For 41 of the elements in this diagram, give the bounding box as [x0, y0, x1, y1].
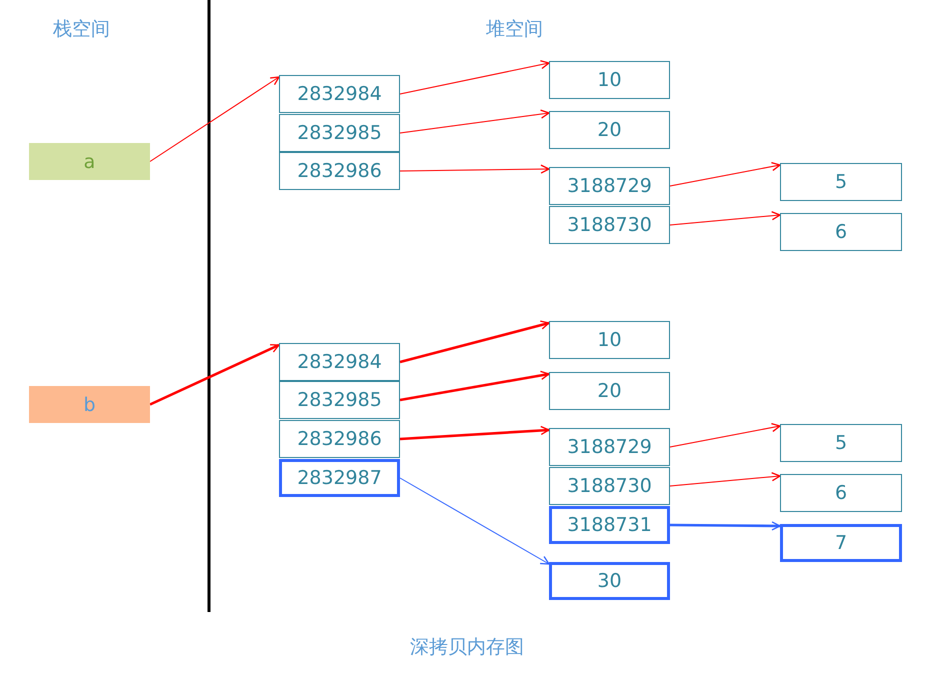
memory-cell: 6	[780, 213, 902, 251]
caption: 深拷贝内存图	[410, 635, 524, 660]
memory-cell: 2832985	[279, 381, 400, 419]
memory-cell: 10	[549, 61, 670, 99]
memory-cell: 20	[549, 372, 670, 410]
arrow	[400, 426, 550, 440]
memory-cell: 5	[780, 424, 902, 462]
arrow	[670, 472, 781, 486]
memory-cell: 2832986	[279, 420, 400, 458]
memory-cell: 5	[780, 163, 902, 201]
arrow	[400, 60, 550, 94]
memory-cell: 2832984	[279, 343, 400, 381]
arrow	[400, 478, 550, 565]
variable-box: a	[29, 143, 150, 180]
arrow	[400, 370, 550, 402]
memory-cell: 3188731	[549, 506, 670, 544]
memory-cell: 2832987	[279, 459, 400, 497]
memory-cell: 3188730	[549, 467, 670, 505]
arrow	[670, 162, 781, 186]
memory-cell: 10	[549, 321, 670, 359]
section-heading: 栈空间	[53, 17, 110, 42]
arrow	[400, 109, 550, 134]
memory-cell: 2832986	[279, 152, 400, 190]
variable-box: b	[29, 386, 150, 423]
arrow	[400, 320, 550, 364]
arrow	[670, 422, 781, 448]
arrow	[670, 521, 781, 531]
memory-cell: 3188729	[549, 167, 670, 205]
memory-cell: 6	[780, 474, 902, 512]
memory-cell: 2832985	[279, 114, 400, 152]
memory-cell: 3188730	[549, 206, 670, 244]
arrow	[149, 344, 280, 406]
memory-cell: 2832984	[279, 75, 400, 113]
memory-cell: 3188729	[549, 428, 670, 466]
arrow	[670, 211, 781, 226]
arrow	[150, 76, 280, 162]
memory-cell: 7	[780, 524, 902, 562]
section-heading: 堆空间	[486, 17, 543, 42]
memory-cell: 30	[549, 562, 670, 600]
memory-cell: 20	[549, 111, 670, 149]
arrow	[400, 164, 550, 174]
